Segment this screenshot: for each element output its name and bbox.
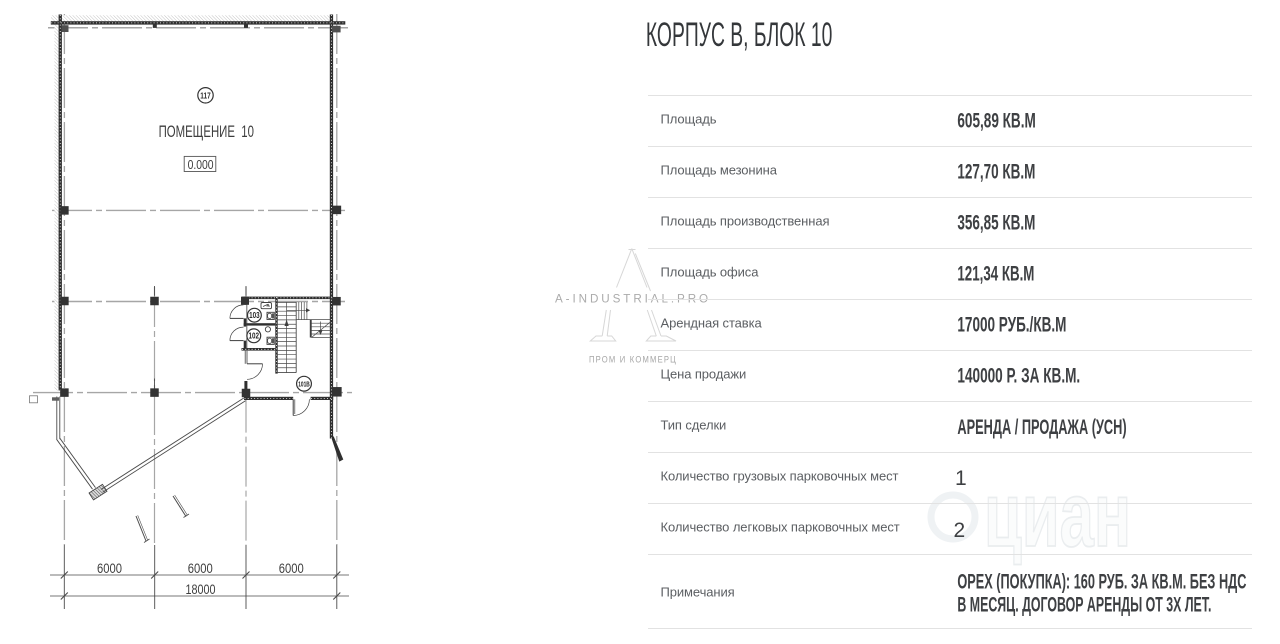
svg-text:Количество легковых парковочны: Количество легковых парковочных мест [661, 520, 900, 535]
svg-text:Площадь: Площадь [661, 112, 717, 127]
svg-text:0.000: 0.000 [188, 157, 214, 172]
svg-text:18000: 18000 [186, 581, 216, 597]
svg-text:ПРОМ И КОММЕРЦ: ПРОМ И КОММЕРЦ [589, 355, 677, 366]
svg-text:A-INDUSTRIAL.PRO: A-INDUSTRIAL.PRO [555, 292, 711, 306]
svg-text:Площадь офиса: Площадь офиса [661, 265, 760, 280]
svg-text:циан: циан [984, 464, 1131, 566]
svg-text:Цена продажи: Цена продажи [661, 367, 747, 382]
svg-text:6000: 6000 [97, 560, 122, 576]
svg-text:2: 2 [954, 519, 966, 542]
svg-text:102: 102 [249, 332, 260, 341]
svg-text:121,34 КВ.М: 121,34 КВ.М [957, 263, 1034, 286]
svg-text:КОРПУС В, БЛОК 10: КОРПУС В, БЛОК 10 [646, 16, 833, 54]
svg-text:605,89 КВ.М: 605,89 КВ.М [957, 110, 1035, 133]
svg-text:6000: 6000 [188, 560, 213, 576]
svg-text:Площадь производственная: Площадь производственная [661, 214, 830, 229]
svg-text:140000 Р. ЗА КВ.М.: 140000 Р. ЗА КВ.М. [957, 365, 1080, 388]
svg-text:117: 117 [200, 90, 211, 100]
svg-text:101В: 101В [298, 379, 310, 388]
svg-text:Примечания: Примечания [661, 585, 735, 600]
svg-text:Арендная ставка: Арендная ставка [661, 316, 763, 331]
svg-text:17000 РУБ./КВ.М: 17000 РУБ./КВ.М [957, 314, 1066, 337]
svg-text:ПОМЕЩЕНИЕ 10: ПОМЕЩЕНИЕ 10 [159, 123, 254, 141]
svg-text:ОРЕХ (ПОКУПКА): 160 РУБ. ЗА КВ: ОРЕХ (ПОКУПКА): 160 РУБ. ЗА КВ.М. БЕЗ НД… [957, 571, 1246, 594]
svg-text:АРЕНДА / ПРОДАЖА (УСН): АРЕНДА / ПРОДАЖА (УСН) [957, 416, 1126, 439]
svg-text:1: 1 [955, 467, 967, 490]
svg-text:Площадь мезонина: Площадь мезонина [661, 163, 778, 178]
svg-text:В МЕСЯЦ. ДОГОВОР АРЕНДЫ ОТ 3Х: В МЕСЯЦ. ДОГОВОР АРЕНДЫ ОТ 3Х ЛЕТ. [957, 594, 1211, 617]
svg-text:6000: 6000 [279, 560, 304, 576]
svg-text:127,70 КВ.М: 127,70 КВ.М [957, 161, 1035, 184]
svg-text:356,85 КВ.М: 356,85 КВ.М [957, 212, 1035, 235]
svg-text:Тип сделки: Тип сделки [661, 418, 727, 433]
svg-text:103: 103 [249, 311, 260, 320]
svg-text:Количество грузовых парковочны: Количество грузовых парковочных мест [661, 469, 899, 484]
